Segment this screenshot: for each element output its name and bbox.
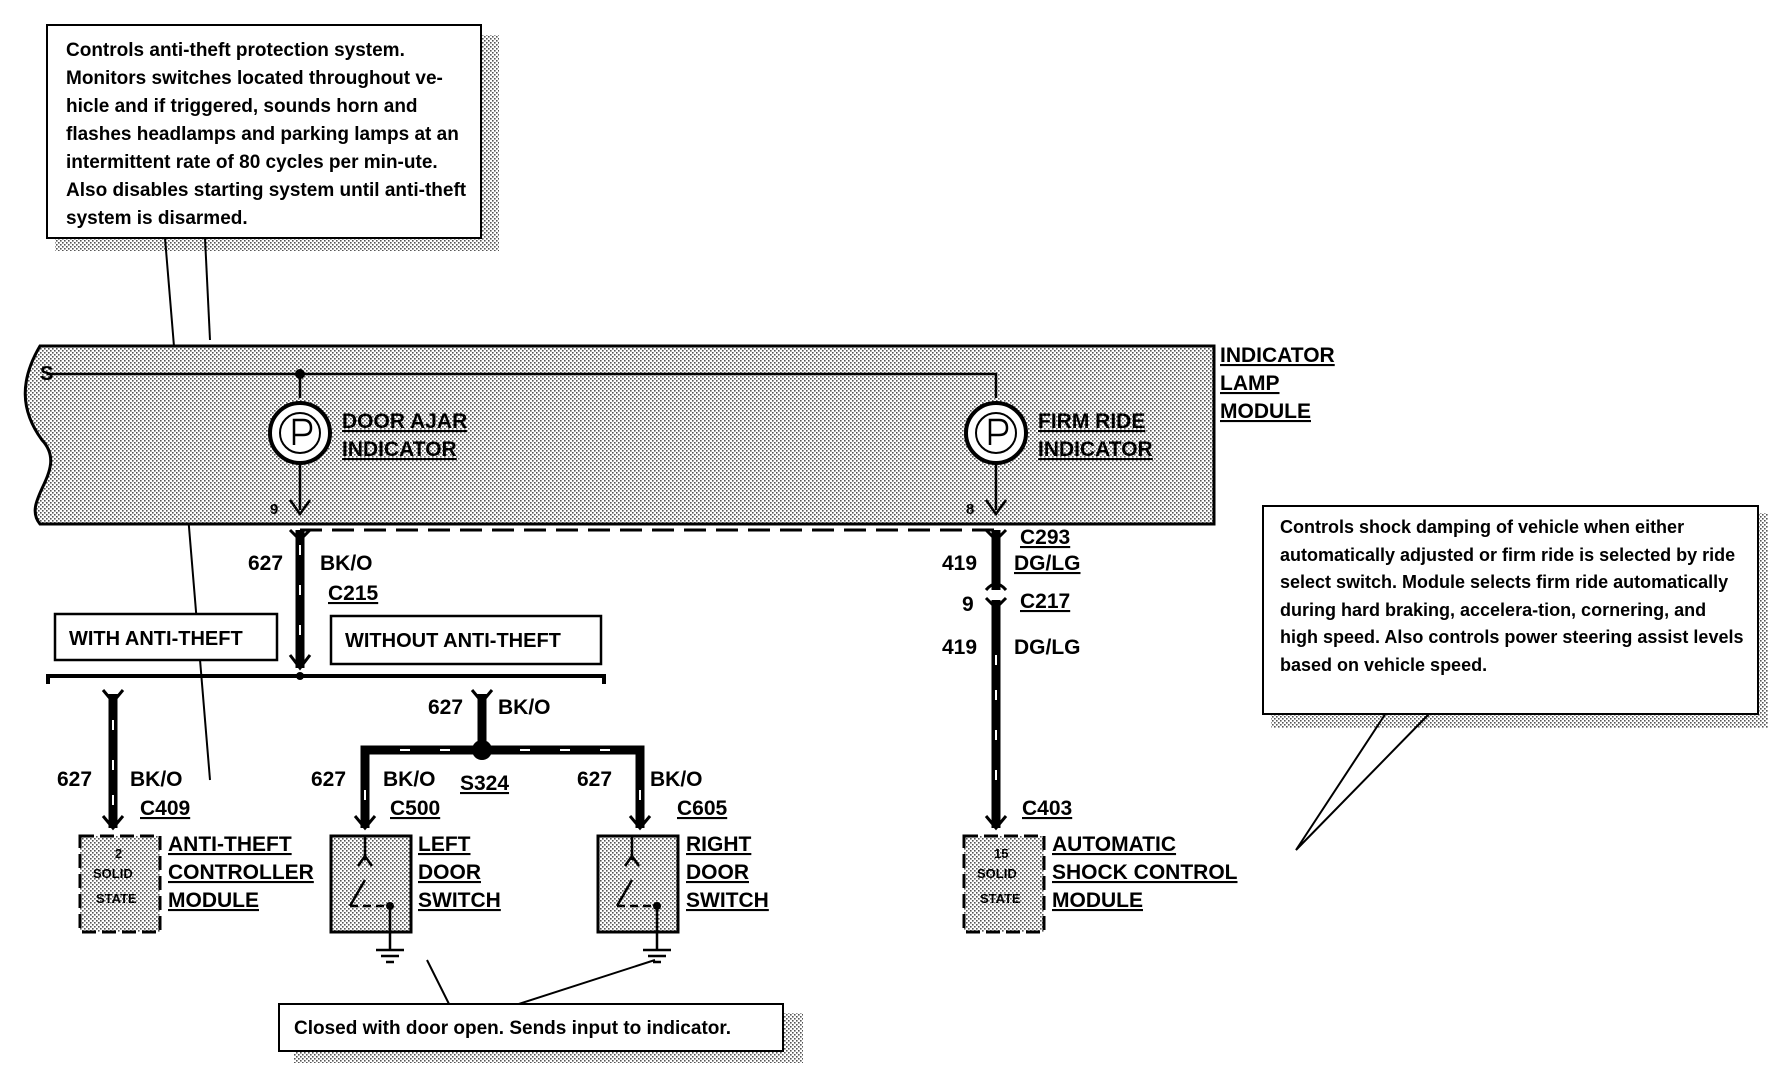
wire-number: 419 <box>942 552 977 575</box>
solid-state: SOLID <box>93 866 133 881</box>
shock-callout: Controls shock damping of vehicle when e… <box>1262 505 1759 715</box>
bus-node <box>296 672 304 680</box>
asc-pin: 15 <box>994 846 1008 861</box>
asc-label: SHOCK CONTROL <box>1052 861 1238 884</box>
wire-627 <box>288 528 312 671</box>
splice-s324-bar <box>360 745 645 828</box>
wire-color: BK/O <box>650 768 703 791</box>
connector-arrow <box>628 815 652 831</box>
wire-number: 419 <box>942 636 977 659</box>
door-ajar-bulb-icon <box>268 401 332 517</box>
left-switch-label: LEFT <box>418 833 471 856</box>
splice-s324 <box>472 740 492 760</box>
wire-color: DG/LG <box>1014 552 1081 575</box>
right-switch-label: DOOR <box>686 861 749 884</box>
door-switch-callout-text: Closed with door open. Sends input to in… <box>294 1018 731 1039</box>
solid-state: STATE <box>96 891 137 906</box>
connector-c403: C403 <box>1022 797 1072 820</box>
left-door-switch-icon <box>329 834 413 964</box>
pin-number: 9 <box>270 501 278 518</box>
asc-label: AUTOMATIC <box>1052 833 1176 856</box>
connector-c605: C605 <box>677 797 728 820</box>
atc-label: ANTI-THEFT <box>168 833 292 856</box>
anti-theft-controller-module <box>78 834 162 934</box>
solid-state: STATE <box>980 891 1021 906</box>
wire-color: BK/O <box>320 552 373 575</box>
asc-label: MODULE <box>1052 889 1143 912</box>
door-ajar-label: INDICATOR <box>342 438 457 461</box>
right-switch-label: SWITCH <box>686 889 769 912</box>
automatic-shock-control-module <box>962 834 1046 934</box>
atc-pin: 2 <box>115 846 122 861</box>
connector-c215: C215 <box>328 582 379 605</box>
left-switch-label: DOOR <box>418 861 481 884</box>
connector-c293: C293 <box>1020 526 1070 549</box>
connector-c409: C409 <box>140 797 190 820</box>
module-name: MODULE <box>1220 400 1311 423</box>
pin-number: 8 <box>966 501 974 518</box>
pin-number: 9 <box>962 593 974 616</box>
right-switch-label: RIGHT <box>686 833 752 856</box>
door-ajar-label: DOOR AJAR <box>342 410 467 433</box>
left-switch-label: SWITCH <box>418 889 501 912</box>
wire-419 <box>984 528 1008 831</box>
option-bus <box>46 674 606 684</box>
callout-leader <box>1295 712 1431 851</box>
option-with-label: WITH ANTI-THEFT <box>69 628 243 650</box>
option-without-label: WITHOUT ANTI-THEFT <box>345 630 561 652</box>
callout-leader <box>204 237 211 341</box>
firm-ride-label: FIRM RIDE <box>1038 410 1145 433</box>
shock-callout-text: Controls shock damping of vehicle when e… <box>1280 517 1744 675</box>
right-door-switch-icon <box>596 834 680 964</box>
atc-label: MODULE <box>168 889 259 912</box>
option-without-anti-theft <box>329 614 603 666</box>
wire-color: BK/O <box>498 696 551 719</box>
supply-line <box>47 372 998 398</box>
connector-c500: C500 <box>390 797 440 820</box>
wire-color: BK/O <box>130 768 183 791</box>
module-name: LAMP <box>1220 372 1280 395</box>
solid-state: SOLID <box>977 866 1017 881</box>
wire-number: 627 <box>311 768 346 791</box>
wire-color: DG/LG <box>1014 636 1081 659</box>
wire-number: 627 <box>248 552 283 575</box>
door-switch-callout: Closed with door open. Sends input to in… <box>278 1003 784 1052</box>
module-name: INDICATOR <box>1220 344 1335 367</box>
firm-ride-bulb-icon <box>964 401 1028 517</box>
firm-ride-label: INDICATOR <box>1038 438 1153 461</box>
wire-number: 627 <box>428 696 463 719</box>
wire-color: BK/O <box>383 768 436 791</box>
splice-label: S324 <box>460 772 509 795</box>
option-with-anti-theft <box>53 612 279 662</box>
supply-mark: S <box>40 363 53 385</box>
connector-arrow <box>353 815 377 831</box>
wire-stripe <box>364 749 641 800</box>
atc-label: CONTROLLER <box>168 861 314 884</box>
anti-theft-callout-text: Controls anti-theft protection system. M… <box>66 40 467 229</box>
wire-627-atc <box>101 689 125 831</box>
wire-number: 627 <box>57 768 92 791</box>
anti-theft-callout: Controls anti-theft protection system. M… <box>46 24 482 239</box>
indicator-lamp-module <box>23 344 1216 526</box>
connector-c217: C217 <box>1020 590 1070 613</box>
wire-number: 627 <box>577 768 612 791</box>
